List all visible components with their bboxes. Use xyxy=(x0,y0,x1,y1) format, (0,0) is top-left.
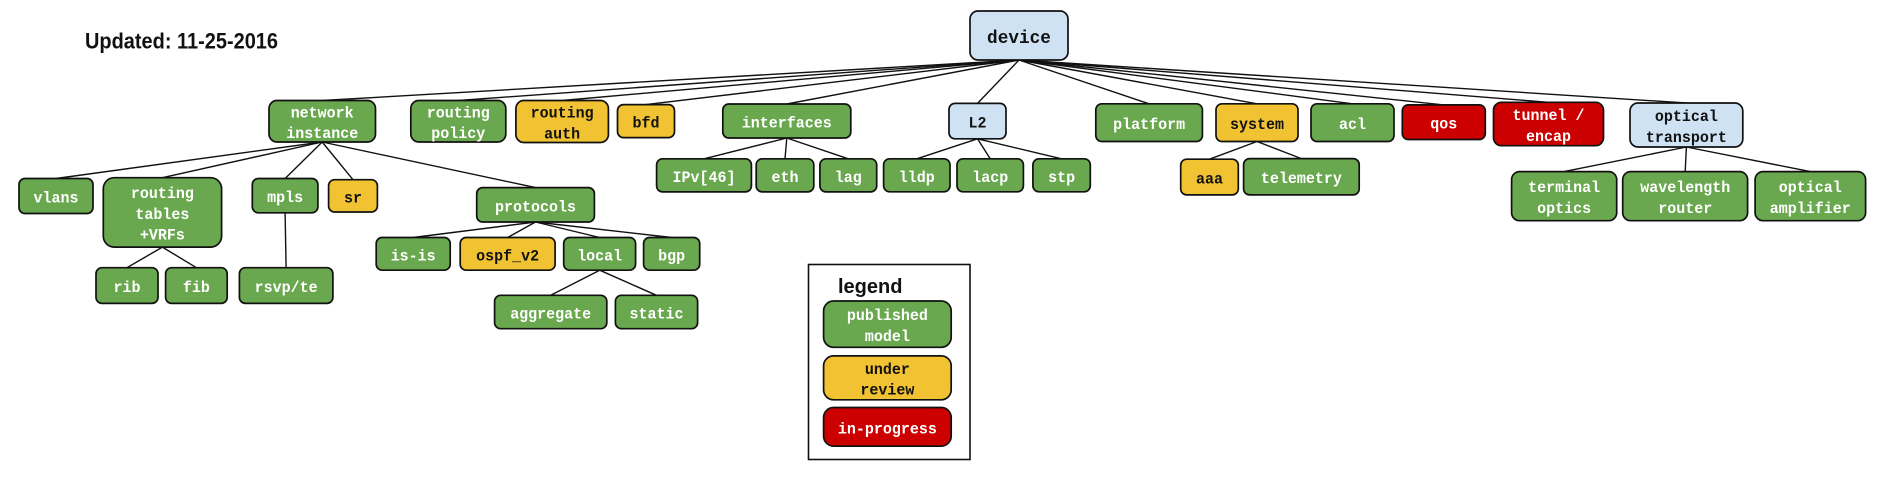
svg-text:routing: routing xyxy=(531,105,594,123)
svg-text:router: router xyxy=(1658,200,1712,218)
svg-text:Updated: 11-25-2016: Updated: 11-25-2016 xyxy=(85,29,278,54)
svg-text:legend: legend xyxy=(838,276,902,298)
svg-text:policy: policy xyxy=(431,125,485,143)
svg-text:acl: acl xyxy=(1339,116,1366,134)
svg-text:transport: transport xyxy=(1646,129,1727,147)
svg-text:tables: tables xyxy=(135,206,189,224)
svg-text:optical: optical xyxy=(1779,179,1842,197)
svg-text:lldp: lldp xyxy=(899,169,935,187)
svg-text:+VRFs: +VRFs xyxy=(140,227,185,245)
svg-text:published: published xyxy=(847,307,928,325)
svg-text:rsvp/te: rsvp/te xyxy=(255,279,318,297)
svg-text:local: local xyxy=(577,247,622,265)
svg-text:instance: instance xyxy=(286,125,358,143)
svg-text:network: network xyxy=(291,104,354,122)
svg-text:device: device xyxy=(987,28,1051,49)
svg-text:routing: routing xyxy=(427,104,490,122)
svg-text:bgp: bgp xyxy=(658,247,685,265)
svg-text:IPv[46]: IPv[46] xyxy=(673,169,736,187)
svg-text:vlans: vlans xyxy=(34,190,79,208)
svg-text:terminal: terminal xyxy=(1528,179,1600,197)
svg-text:optics: optics xyxy=(1537,200,1591,218)
svg-text:lag: lag xyxy=(835,169,862,187)
svg-text:review: review xyxy=(860,382,914,400)
svg-text:tunnel /: tunnel / xyxy=(1513,107,1585,125)
svg-text:interfaces: interfaces xyxy=(742,115,832,133)
svg-text:amplifier: amplifier xyxy=(1770,200,1851,218)
svg-text:eth: eth xyxy=(772,169,799,187)
svg-text:fib: fib xyxy=(183,279,210,297)
svg-text:optical: optical xyxy=(1655,108,1718,126)
svg-text:system: system xyxy=(1230,116,1284,134)
svg-text:mpls: mpls xyxy=(267,189,303,207)
svg-text:qos: qos xyxy=(1430,116,1457,134)
svg-text:in-progress: in-progress xyxy=(838,420,937,438)
svg-text:wavelength: wavelength xyxy=(1640,179,1730,197)
svg-text:protocols: protocols xyxy=(495,198,576,216)
svg-text:auth: auth xyxy=(544,125,580,143)
svg-text:platform: platform xyxy=(1113,116,1185,134)
svg-text:stp: stp xyxy=(1048,169,1075,187)
svg-text:lacp: lacp xyxy=(972,169,1008,187)
svg-text:under: under xyxy=(865,361,910,379)
svg-text:static: static xyxy=(630,306,684,324)
svg-text:aaa: aaa xyxy=(1196,171,1223,189)
svg-text:encap: encap xyxy=(1526,128,1571,146)
svg-text:rib: rib xyxy=(114,279,141,297)
svg-text:aggregate: aggregate xyxy=(510,306,591,324)
svg-text:bfd: bfd xyxy=(633,115,660,133)
svg-text:ospf_v2: ospf_v2 xyxy=(476,247,539,265)
svg-text:telemetry: telemetry xyxy=(1261,170,1342,188)
svg-text:model: model xyxy=(865,328,910,346)
svg-text:sr: sr xyxy=(344,189,362,207)
svg-text:is-is: is-is xyxy=(391,247,436,265)
svg-text:L2: L2 xyxy=(969,115,987,133)
svg-text:routing: routing xyxy=(131,185,194,203)
